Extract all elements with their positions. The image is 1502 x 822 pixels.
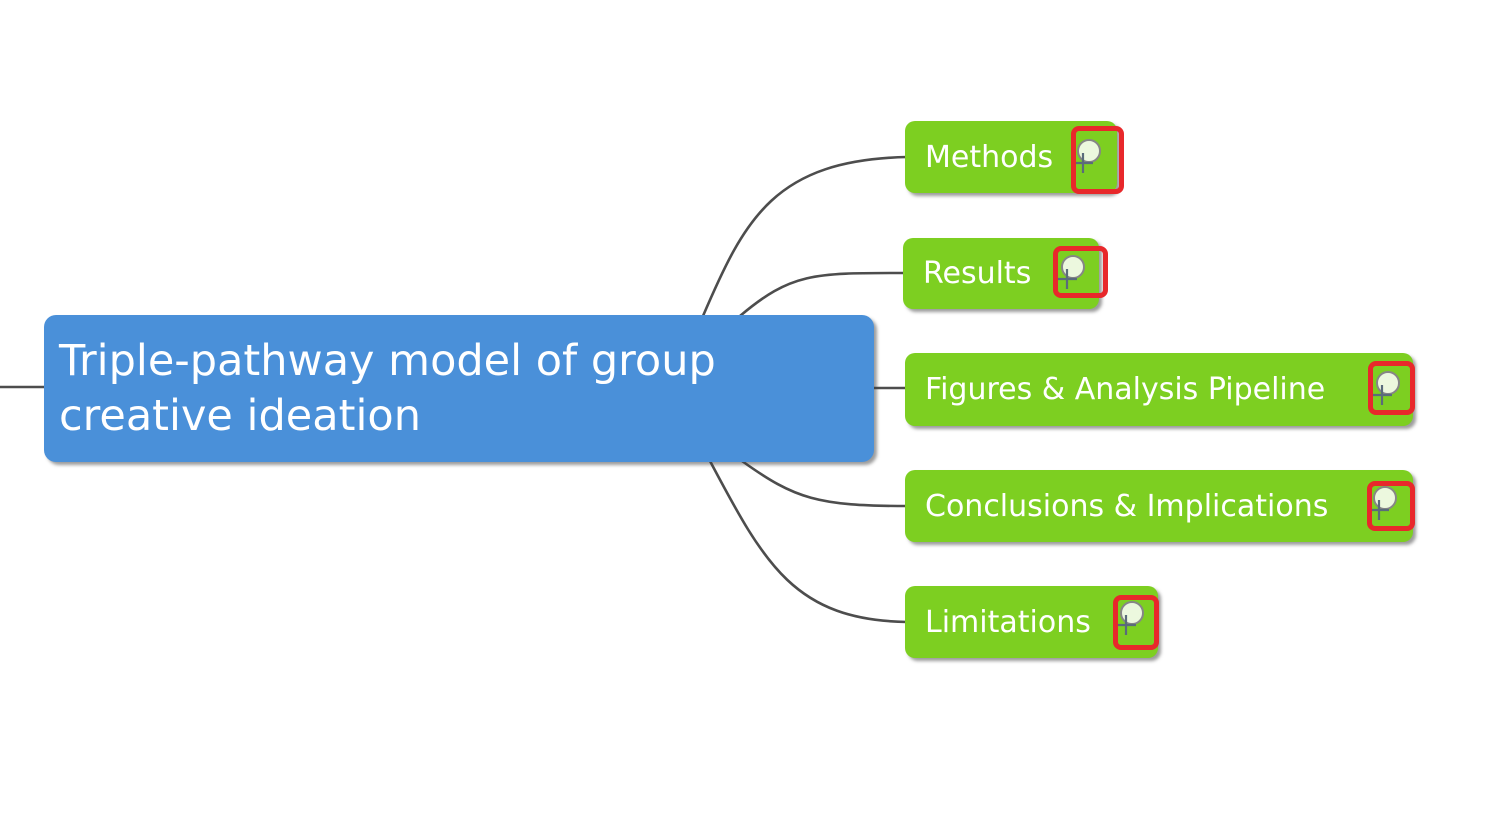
connector-root-conclusions (740, 459, 909, 508)
node-limitations-label: Limitations (925, 604, 1091, 640)
expand-node-icon[interactable] (1368, 368, 1404, 418)
expand-node-icon[interactable] (1053, 252, 1089, 302)
node-conclusions-implications[interactable]: Conclusions & Implications (905, 470, 1413, 542)
expand-node-icon[interactable] (1069, 136, 1105, 186)
node-root-label: Triple-pathway model of group creative i… (59, 335, 716, 441)
expand-node-icon[interactable] (1365, 483, 1401, 533)
connector-root-results (738, 271, 907, 318)
connector-root-limitations (708, 459, 909, 624)
node-figures-label: Figures & Analysis Pipeline (925, 372, 1326, 407)
node-results-label: Results (923, 256, 1032, 291)
expand-node-icon[interactable] (1112, 598, 1148, 648)
connector-root-methods (701, 155, 909, 318)
node-figures-analysis-pipeline[interactable]: Figures & Analysis Pipeline (905, 353, 1413, 426)
node-methods-label: Methods (925, 139, 1054, 175)
node-root[interactable]: Triple-pathway model of group creative i… (44, 315, 874, 462)
node-conclusions-label: Conclusions & Implications (925, 488, 1329, 524)
